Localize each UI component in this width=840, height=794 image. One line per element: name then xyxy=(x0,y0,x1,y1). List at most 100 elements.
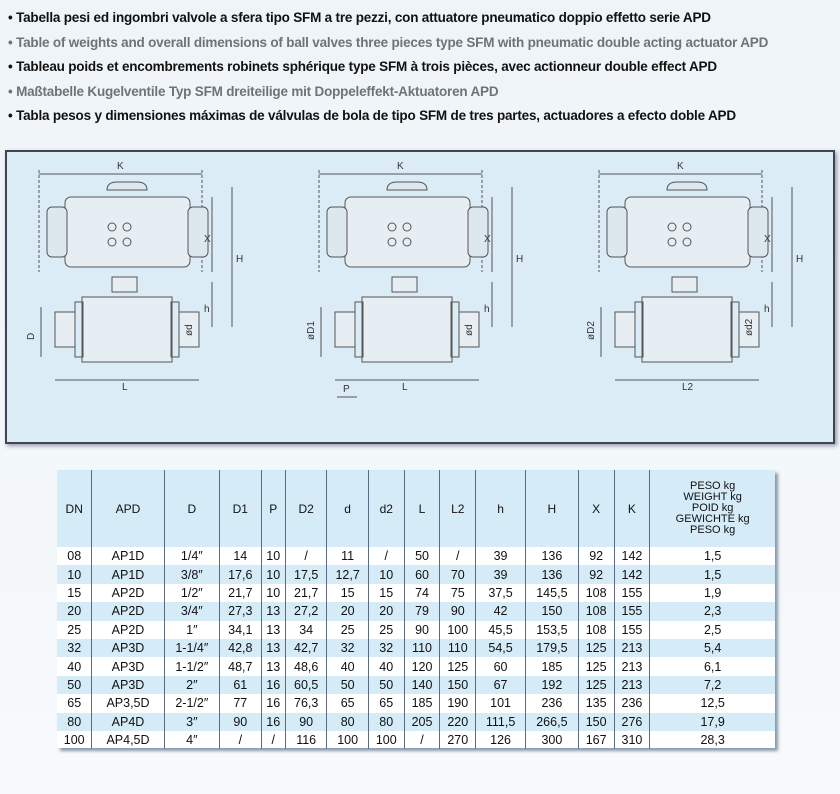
table-cell: 40 xyxy=(326,657,369,676)
svg-text:ød: ød xyxy=(464,324,475,336)
weight-header-line: POID kg xyxy=(691,502,734,514)
weight-header-line: PESO kg xyxy=(690,480,736,492)
svg-text:ød2: ød2 xyxy=(744,318,755,336)
table-cell: 2-1/2″ xyxy=(163,694,220,713)
table-cell: 21,7 xyxy=(284,583,327,603)
table-cell: 155 xyxy=(613,620,650,639)
table-cell: 276 xyxy=(613,712,650,731)
table-cell: 12,7 xyxy=(326,565,369,584)
table-cell: 108 xyxy=(577,583,615,603)
column-header: K xyxy=(613,470,650,547)
table-cell: 50 xyxy=(57,675,92,695)
table-cell: 20 xyxy=(57,602,92,621)
valve-drawing: K XHh D ød L xyxy=(26,161,243,393)
table-cell: 25 xyxy=(326,620,369,639)
table-cell: 25 xyxy=(367,620,405,639)
svg-text:h: h xyxy=(204,304,210,315)
table-cell: 13 xyxy=(260,602,286,621)
table-cell: 54,5 xyxy=(475,638,526,658)
table-cell: 213 xyxy=(613,657,650,676)
weight-header-line: WEIGHT kg xyxy=(683,491,742,503)
table-cell: 185 xyxy=(403,694,440,713)
table-cell: 213 xyxy=(613,675,650,695)
table-cell: 136 xyxy=(524,565,579,584)
table-cell: 3″ xyxy=(163,712,220,731)
table-cell: 17,5 xyxy=(284,565,327,584)
table-cell: 15 xyxy=(326,583,369,603)
table-cell: 90 xyxy=(284,712,327,731)
table-cell: AP3,5D xyxy=(91,694,165,713)
table-cell: 60 xyxy=(475,657,526,676)
title-fr: Tableau poids et encombrements robinets … xyxy=(8,55,768,80)
table-cell: 270 xyxy=(439,730,476,750)
table-cell: 5,4 xyxy=(649,638,775,658)
table-cell: 15 xyxy=(367,583,405,603)
weight-header-line: GEWICHTE kg xyxy=(675,513,750,525)
table-cell: 32 xyxy=(57,638,92,658)
table-cell: / xyxy=(367,547,405,566)
table-cell: 2″ xyxy=(163,675,220,695)
column-header: d xyxy=(326,470,369,547)
svg-text:H: H xyxy=(796,254,803,265)
table-cell: 3/4″ xyxy=(163,602,220,621)
table-cell: 40 xyxy=(367,657,405,676)
table-cell: 32 xyxy=(326,638,369,658)
table-cell: 92 xyxy=(577,565,615,584)
table-cell: 108 xyxy=(577,620,615,639)
table-cell: 135 xyxy=(577,694,615,713)
table-cell: 42,7 xyxy=(284,638,327,658)
table-cell: 60,5 xyxy=(284,675,327,695)
table-cell: 10 xyxy=(367,565,405,584)
table-cell: AP2D xyxy=(91,602,165,621)
table-cell: 155 xyxy=(613,583,650,603)
table-cell: / xyxy=(260,730,286,750)
svg-text:X: X xyxy=(204,234,211,245)
column-header: L xyxy=(403,470,440,547)
column-header: D xyxy=(163,470,220,547)
table-cell: 236 xyxy=(524,694,579,713)
table-cell: 17,9 xyxy=(649,712,775,731)
table-cell: 192 xyxy=(524,675,579,695)
table-cell: 100 xyxy=(439,620,476,639)
table-cell: 28,3 xyxy=(649,730,775,750)
table-cell: 116 xyxy=(284,730,327,750)
table-cell: 205 xyxy=(403,712,440,731)
svg-text:L: L xyxy=(402,382,408,393)
table-cell: 90 xyxy=(439,602,476,621)
title-de: Maßtabelle Kugelventile Typ SFM dreiteil… xyxy=(8,80,768,105)
table-cell: AP1D xyxy=(91,547,165,566)
weight-header-line: PESO kg xyxy=(690,524,736,536)
table-cell: 6,1 xyxy=(649,657,775,676)
table-cell: 1,5 xyxy=(649,547,775,566)
table-cell: 40 xyxy=(67,659,82,674)
table-cell: 101 xyxy=(475,694,526,713)
table-cell: 92 xyxy=(577,547,615,566)
table-cell: 1/2″ xyxy=(163,583,220,603)
table-cell: 20 xyxy=(326,602,369,621)
table-cell: 111,5 xyxy=(475,712,526,731)
table-cell: 90 xyxy=(219,712,262,731)
table-cell: AP2D xyxy=(91,620,165,639)
table-cell: AP4,5D xyxy=(91,730,165,750)
table-cell: 20 xyxy=(367,602,405,621)
table-cell: 120 xyxy=(403,657,440,676)
table-cell: 2,3 xyxy=(649,602,775,621)
table-cell: 21,7 xyxy=(219,583,262,603)
dim-k: K xyxy=(117,161,124,172)
table-cell: 32 xyxy=(367,638,405,658)
valve-drawing: K XHh øD2 ød2 L2 xyxy=(586,161,803,393)
svg-text:D: D xyxy=(26,333,37,340)
table-cell: 79 xyxy=(403,602,440,621)
table-cell: 125 xyxy=(577,638,615,658)
svg-text:L2: L2 xyxy=(682,382,694,393)
table-cell: 150 xyxy=(577,712,615,731)
column-header: d2 xyxy=(367,470,405,547)
table-cell: 61 xyxy=(219,675,262,695)
table-cell: 14 xyxy=(219,547,262,566)
